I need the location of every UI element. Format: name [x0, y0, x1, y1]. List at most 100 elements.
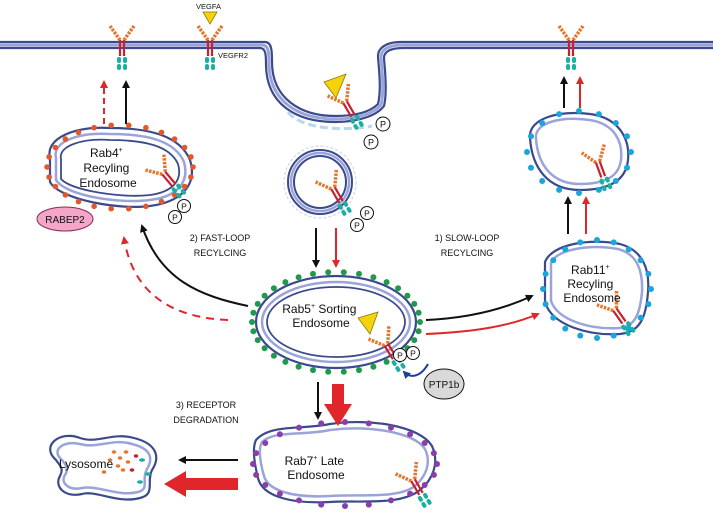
receptor-fragment: [137, 480, 143, 484]
degradation-label-line1: 3) RECEPTOR: [176, 400, 237, 410]
budding-vesicle-membrane: [286, 110, 373, 131]
rab7-marker-dot: [318, 501, 325, 508]
rabep2-label: RABEP2: [45, 215, 85, 226]
rabep2-badge: [36, 206, 94, 232]
slow-loop-label-line1: 1) SLOW-LOOP: [435, 233, 500, 243]
rab4-marker-dot: [108, 122, 114, 129]
degraded-receptor-fragments: [101, 450, 151, 484]
rab4-marker-dot: [62, 192, 69, 198]
receptor-fragment: [139, 458, 145, 462]
rab11-marker-dot: [625, 325, 632, 332]
rab11-marker-dot: [610, 332, 617, 339]
rab11-marker-dot: [562, 325, 569, 332]
receptor-fragment: [129, 468, 135, 472]
rab7-marker-dot: [388, 497, 394, 504]
rab4-marker-dot: [126, 205, 132, 212]
receptor-fragment: [123, 450, 129, 454]
receptor-fragment: [117, 456, 123, 460]
rab7-markers: [250, 419, 440, 509]
rab5-marker-dot: [254, 300, 261, 307]
rab11-marker-dot: [625, 246, 632, 253]
rab5-marker-dot: [295, 363, 302, 370]
rab5-marker-dot: [404, 292, 411, 299]
phospho-icon: [350, 218, 364, 232]
rab11-marker-dot: [577, 332, 584, 339]
rab7-marker-dot: [253, 471, 260, 478]
upper-vesicle-marker-dot: [595, 111, 602, 118]
receptor-fragment: [125, 460, 131, 464]
rab4-marker-dot: [62, 136, 69, 142]
upper-vesicle-marker-dot: [612, 178, 619, 184]
rab7-marker-dot: [276, 431, 283, 438]
receptor-fragment: [101, 470, 107, 474]
rab4-marker-dot: [188, 154, 194, 160]
receptor-fragment: [133, 454, 139, 458]
rab11-marker-dot: [637, 314, 644, 321]
rab5-marker-dot: [395, 285, 402, 292]
phospho-label: P: [172, 213, 178, 223]
rab4-marker-dot: [143, 124, 149, 131]
rab7-marker-dot: [276, 490, 283, 497]
rab5-marker-dot: [383, 358, 390, 365]
rab4-marker-dot: [52, 183, 59, 190]
rab5-marker-dot: [383, 279, 390, 286]
rab7-marker-dot: [342, 419, 348, 425]
upper-vesicle-marker-dot: [539, 120, 546, 126]
rab7-marker-dot: [421, 440, 428, 446]
rab5-marker-dot: [261, 345, 268, 352]
rab4-marker-dot: [75, 198, 82, 205]
rab7-to-lysosome-red-arrow: [164, 471, 238, 497]
rab5-endosome: [254, 274, 418, 370]
phospho-label: P: [368, 138, 374, 148]
vegfa-ligand-icon: [202, 11, 218, 25]
rab4-marker-dot: [46, 154, 52, 160]
rab7-marker-dot: [262, 482, 269, 488]
rab5-marker-dot: [370, 363, 377, 370]
rab11-marker-dot: [577, 239, 584, 246]
rab5-marker-dot: [411, 300, 418, 307]
rab4-marker-dot: [91, 203, 97, 210]
rab5-marker-dot: [370, 274, 377, 281]
rab5-marker-dot: [250, 309, 257, 316]
phospho-label: P: [397, 351, 403, 361]
upper-vesicle-marker-dot: [612, 120, 619, 126]
rab5-marker-dot: [310, 367, 316, 374]
rab4-marker-dot: [143, 203, 149, 210]
rab11-marker-dot: [594, 237, 600, 243]
rab5-marker-dot: [270, 352, 277, 359]
upper-vesicle-marker-dot: [528, 133, 534, 140]
rab4-marker-dot: [44, 164, 50, 170]
rab5-marker-dot: [250, 328, 257, 335]
phospho-label: P: [181, 202, 187, 212]
rab11-endosome: [543, 240, 650, 336]
phospho-icon: [177, 199, 191, 213]
fast-loop-red-arrow: [121, 236, 229, 321]
phospho-label: P: [410, 349, 416, 359]
vegfr2-label: VEGFR2: [218, 51, 248, 60]
rab4-marker-dot: [171, 192, 178, 198]
upper-vesicle-marker-dot: [628, 149, 634, 155]
rab5-vegfa-icon: [357, 311, 379, 335]
lysosome: [49, 434, 158, 501]
ptp1b-label: PTP1b: [429, 380, 460, 391]
fast-loop-black-arrow: [140, 224, 249, 307]
rab7-marker-dot: [365, 420, 372, 427]
rab7-marker-dot: [296, 424, 302, 431]
phospho-icon: [393, 348, 407, 362]
receptor-fragment: [120, 468, 126, 472]
upper-vesicle-marker-dot: [595, 186, 602, 193]
rab4-marker-dot: [126, 122, 132, 129]
rab7-marker-dot: [253, 450, 260, 457]
ptp1b-badge: [423, 368, 465, 400]
receptor-fragment: [145, 472, 151, 476]
rab11-marker-dot: [594, 335, 600, 341]
rab11-marker-dot: [645, 270, 652, 277]
lysosome-label: Lysosome: [59, 457, 114, 471]
rab5-marker-dot: [356, 270, 362, 277]
phospho-icon: [363, 134, 379, 150]
rab4-marker-dot: [190, 164, 196, 170]
rab11-marker-dot: [637, 257, 644, 264]
slow-loop-label-line2: RECYLCING: [441, 248, 494, 258]
rab7-marker-dot: [318, 420, 325, 427]
